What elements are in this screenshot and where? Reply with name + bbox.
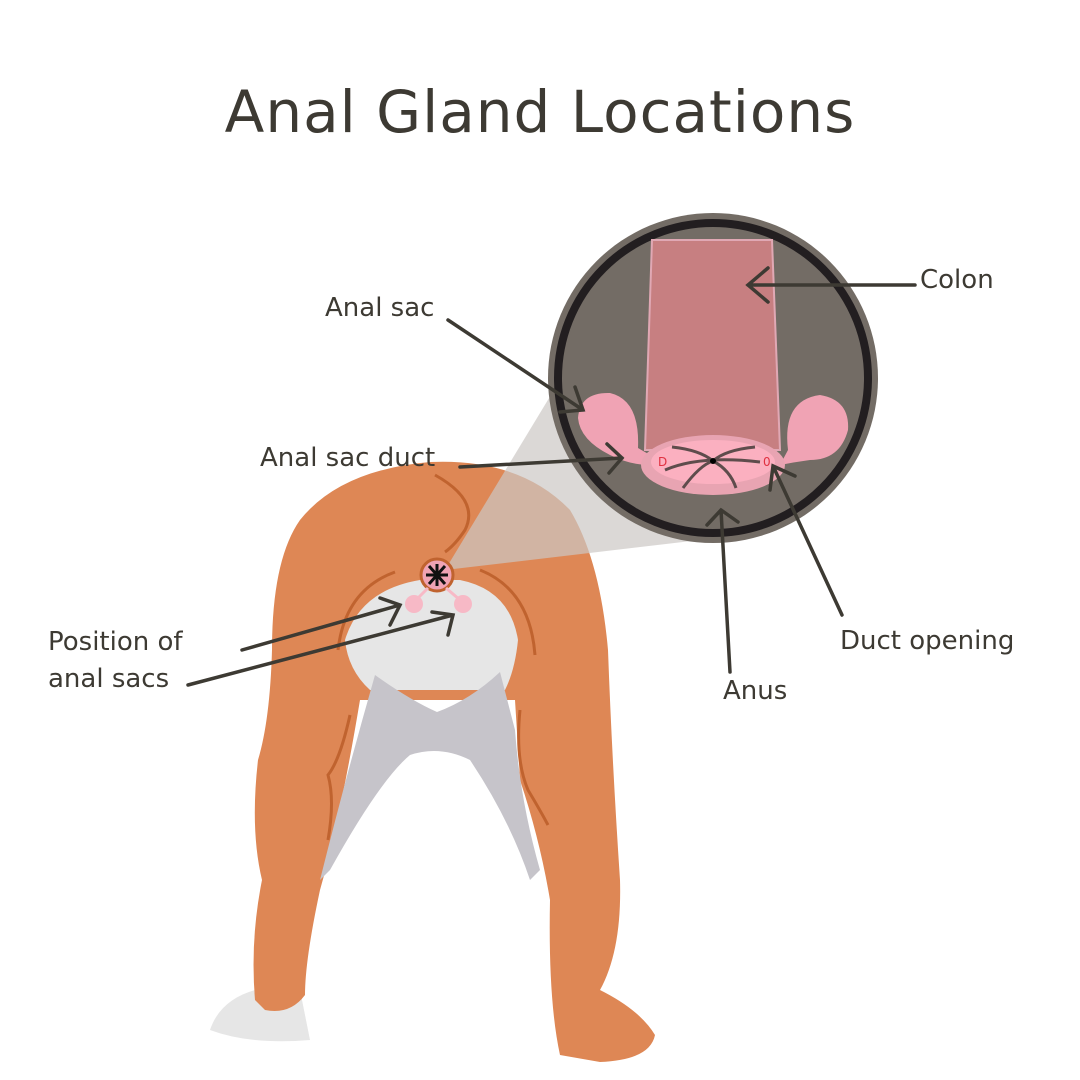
label-duct-opening: Duct opening [840,626,1015,656]
label-position-line2: anal sacs [48,664,170,694]
arrow-colon [745,266,917,304]
pointer-arrows [186,266,917,687]
arrow-anal-sac [446,318,586,414]
dog-body [253,461,655,1062]
label-position-line1: Position of [48,627,183,657]
fur-lines [326,473,550,841]
leg-shadow [320,672,540,880]
colon [643,239,782,451]
label-colon: Colon [920,265,994,295]
label-anus: Anus [723,676,788,706]
label-anal-sac: Anal sac [325,293,435,323]
svg-text:0: 0 [763,455,771,469]
zoom-lens: D 0 [548,213,878,543]
arrow-position-2 [186,610,456,687]
anal-sac-right [780,395,849,465]
page-title: Anal Gland Locations [224,78,856,146]
anal-sac-left [578,392,650,465]
label-anal-sac-duct: Anal sac duct [260,443,436,473]
arrow-position-1 [240,596,403,652]
asterisk-icon [426,564,448,586]
small-anal-sacs [405,586,472,613]
svg-text:D: D [658,455,667,469]
arrow-duct-opening [768,463,844,617]
arrow-duct [458,442,625,475]
arrow-anus [705,507,740,674]
